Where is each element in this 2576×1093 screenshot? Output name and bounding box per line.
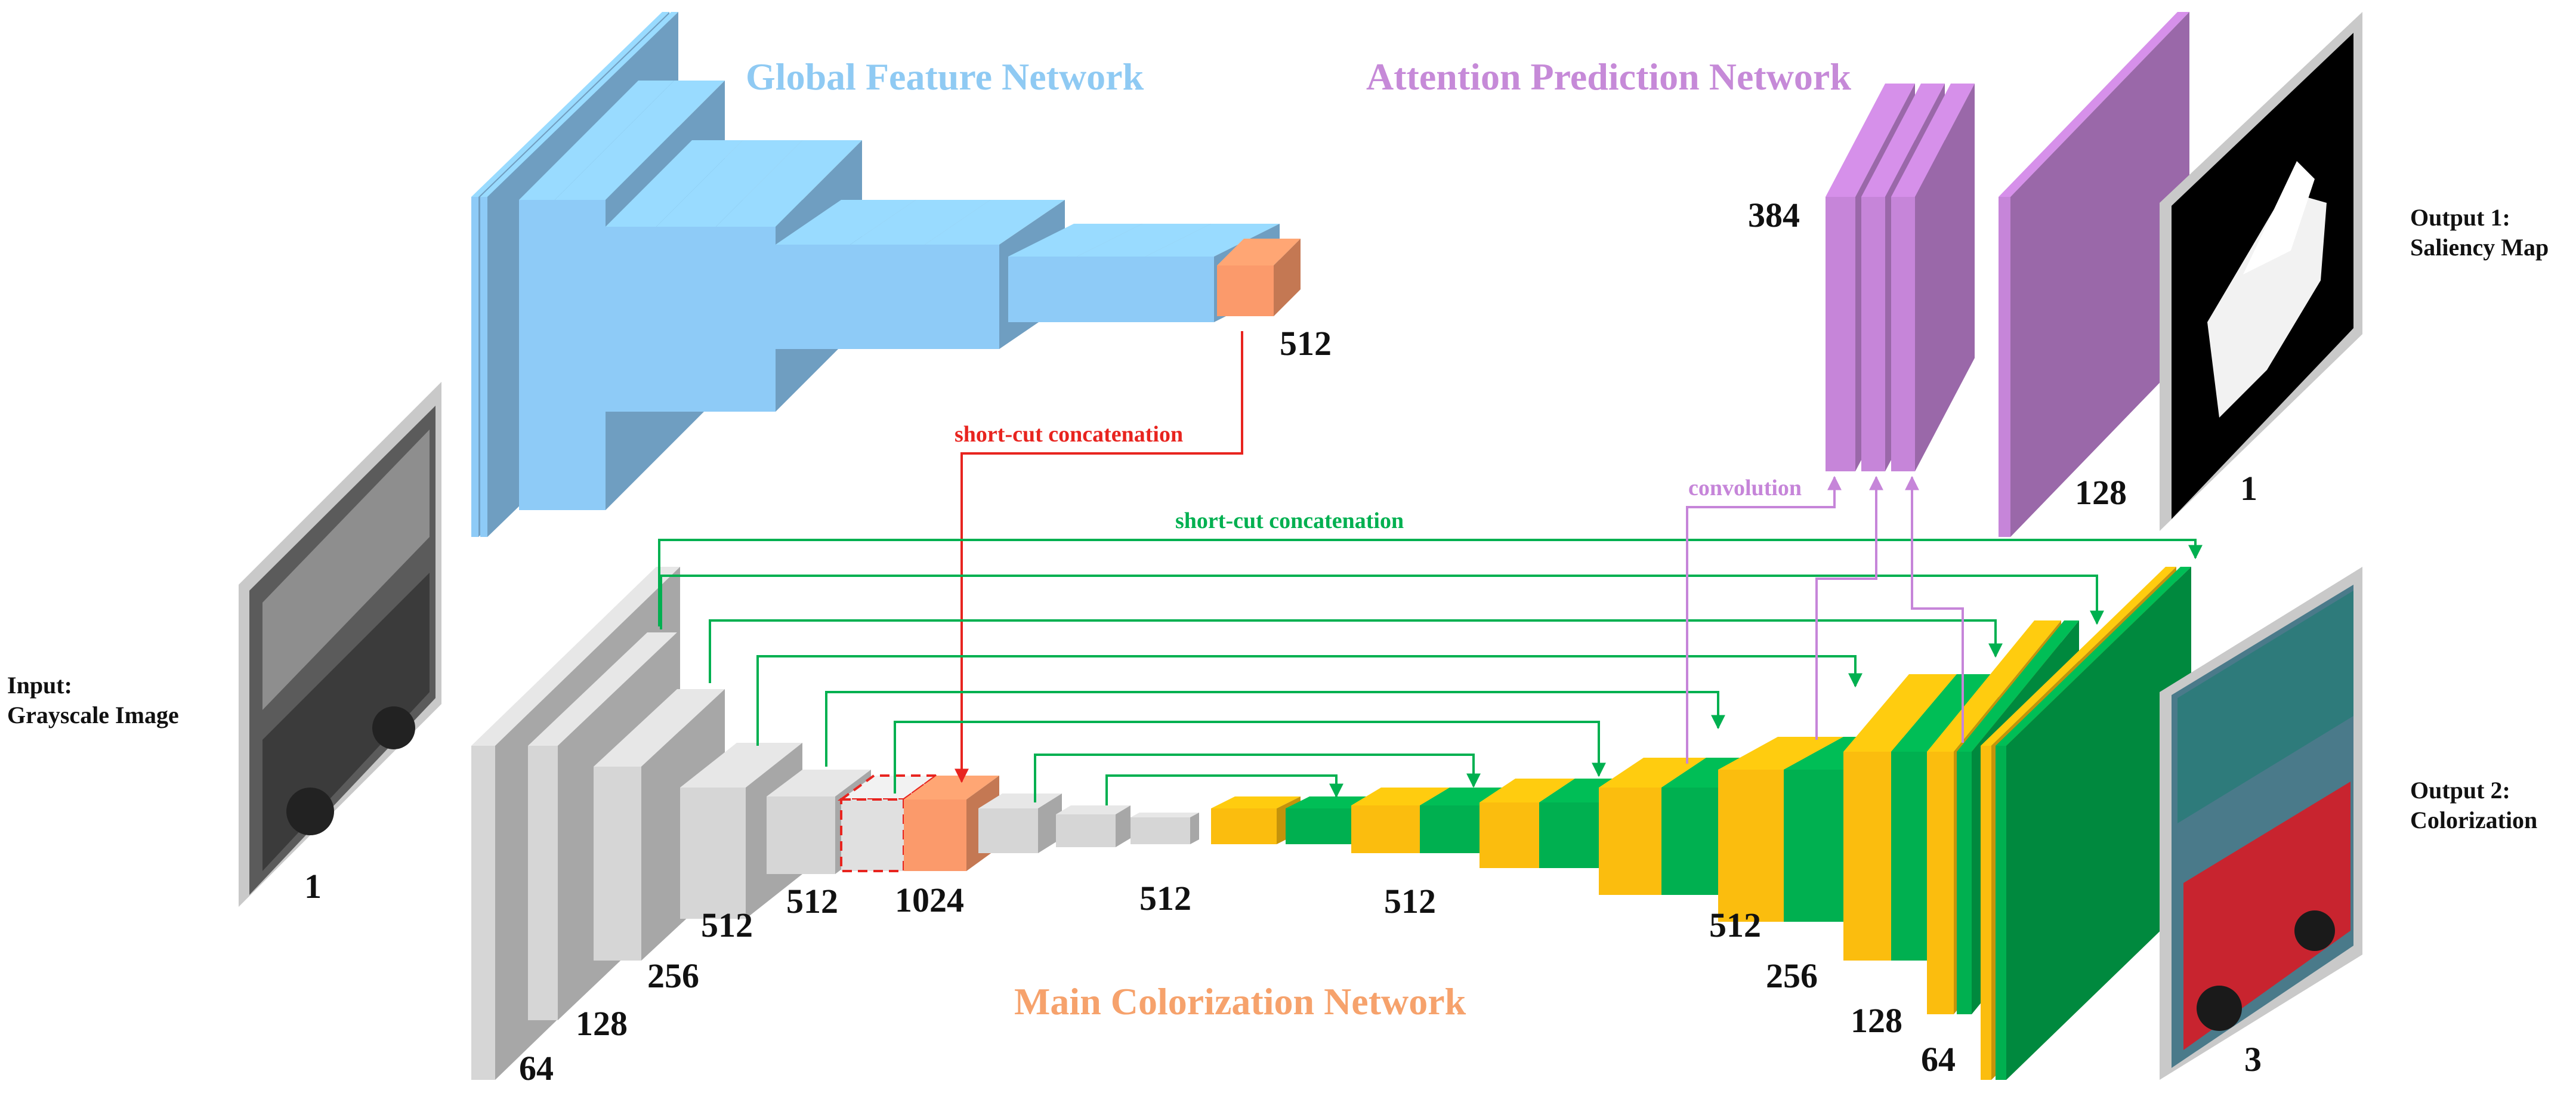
input-image xyxy=(239,382,441,907)
green-shortcut-2 xyxy=(660,575,2104,629)
input-label-line1: Input: xyxy=(7,672,72,699)
attention-input-label: 384 xyxy=(1748,196,1800,234)
green-shortcut-label: short-cut concatenation xyxy=(1175,508,1404,533)
decoder-green-8 xyxy=(1996,567,2191,1080)
encoder-label-1024: 1024 xyxy=(895,881,964,919)
saliency-label-line1: Output 1: xyxy=(2410,204,2510,231)
green-shortcut-arrows xyxy=(658,539,2203,805)
convolution-label: convolution xyxy=(1688,476,1802,501)
colorization-channels-label: 3 xyxy=(2244,1040,2262,1079)
encoder-layer-bottleneck-c xyxy=(1131,813,1199,844)
red-shortcut-label: short-cut concatenation xyxy=(955,422,1183,447)
attention-layer-3 xyxy=(1891,84,1975,471)
encoder-label-128: 128 xyxy=(576,1004,628,1043)
attention-output-layer xyxy=(1999,12,2189,537)
encoder-label-512c: 512 xyxy=(1139,879,1191,918)
green-shortcut-4 xyxy=(756,655,1862,746)
attention-prediction-network xyxy=(1826,12,2189,537)
convolution-arrow-1 xyxy=(1686,476,1842,764)
convolution-arrow-3 xyxy=(1905,476,1964,743)
green-shortcut-6 xyxy=(894,721,1606,793)
decoder-layers xyxy=(1211,567,2191,1080)
colorization-image xyxy=(2160,567,2362,1080)
convolution-arrows xyxy=(1686,476,1964,764)
red-shortcut-arrow xyxy=(955,331,1243,783)
encoder-label-256: 256 xyxy=(647,956,699,995)
global-feature-output xyxy=(1217,239,1301,316)
decoder-label-128: 128 xyxy=(1851,1001,1902,1040)
global-output-label: 512 xyxy=(1280,324,1332,363)
colorization-label-line1: Output 2: xyxy=(2410,777,2510,804)
input-label-line2: Grayscale Image xyxy=(7,702,179,728)
decoder-label-64: 64 xyxy=(1921,1040,1956,1079)
encoder-label-64: 64 xyxy=(519,1049,554,1088)
input-channels-label: 1 xyxy=(304,867,322,906)
global-feature-network xyxy=(471,12,1301,537)
encoder-layer-bottleneck-a xyxy=(978,793,1062,853)
encoder-layers xyxy=(471,567,1199,1080)
green-shortcut-7 xyxy=(1034,754,1481,802)
encoder-label-512a: 512 xyxy=(701,906,753,944)
colorization-label-line2: Colorization xyxy=(2410,807,2537,833)
decoder-label-256: 256 xyxy=(1766,956,1818,995)
global-network-title: Global Feature Network xyxy=(746,55,1144,98)
attention-output-label: 128 xyxy=(2075,473,2127,512)
green-shortcut-8 xyxy=(1105,774,1343,805)
green-shortcut-1 xyxy=(658,539,2203,626)
green-shortcut-3 xyxy=(709,619,2003,683)
main-network-title: Main Colorization Network xyxy=(1014,980,1466,1023)
encoder-label-512b: 512 xyxy=(786,882,838,921)
convolution-arrow-2 xyxy=(1815,476,1883,740)
decoder-label-512b: 512 xyxy=(1709,906,1761,944)
saliency-label-line2: Saliency Map xyxy=(2410,234,2549,261)
saliency-map-image xyxy=(2160,12,2362,531)
decoder-label-512a: 512 xyxy=(1384,882,1436,921)
saliency-channels-label: 1 xyxy=(2240,469,2257,508)
attention-network-title: Attention Prediction Network xyxy=(1366,55,1851,98)
encoder-layer-bottleneck-b xyxy=(1056,805,1131,847)
green-shortcut-5 xyxy=(825,691,1725,767)
